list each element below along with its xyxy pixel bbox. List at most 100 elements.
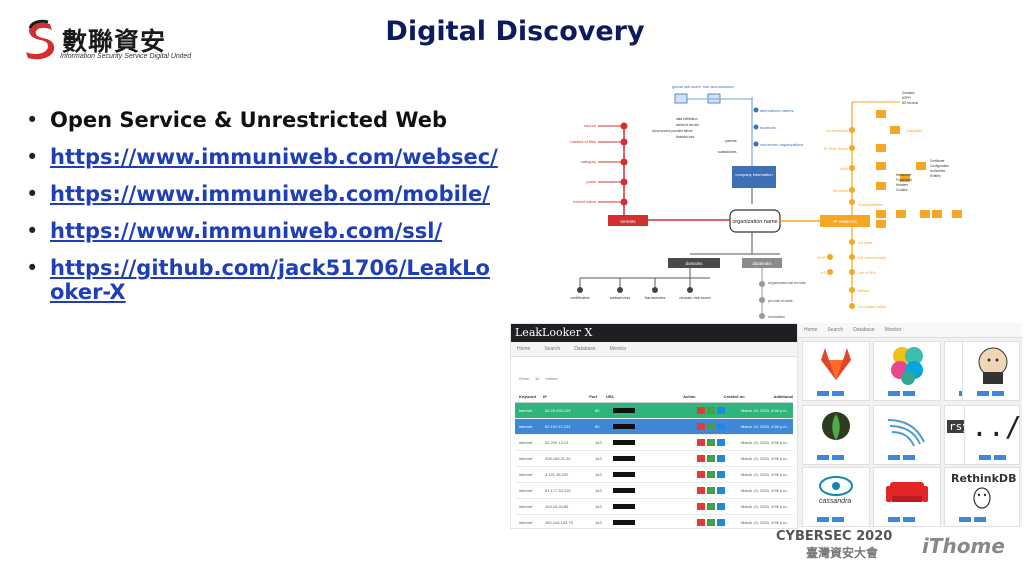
confirm-button[interactable] xyxy=(707,406,715,414)
details-button[interactable] xyxy=(717,486,725,494)
cell-url-redacted[interactable] xyxy=(609,487,693,494)
tile-elasticsearch[interactable] xyxy=(873,341,941,401)
details-button[interactable] xyxy=(717,518,725,526)
details-button[interactable] xyxy=(717,422,725,430)
node-vulnerabilities: Vulnerabilities xyxy=(858,202,883,207)
cell-created: March 19, 2020, 4:56 p.m. xyxy=(741,520,788,525)
company-logo: 數聯資安 Information Security Service Digita… xyxy=(22,18,191,62)
tile-jenkins[interactable] xyxy=(962,341,1020,401)
rethinkdb-label: RethinkDB xyxy=(951,472,1017,485)
cell-url-redacted[interactable] xyxy=(609,439,693,446)
delete-button[interactable] xyxy=(697,486,705,494)
details-button[interactable] xyxy=(717,406,725,414)
filter-count[interactable]: 10 xyxy=(535,376,540,381)
tile-cassandra[interactable]: cassandra xyxy=(802,467,870,527)
node-source: source xyxy=(584,123,597,128)
tools-nav-database[interactable]: Database xyxy=(853,327,875,333)
link-mobile[interactable]: https://www.immuniweb.com/mobile/ xyxy=(50,182,490,206)
delete-button[interactable] xyxy=(697,518,705,526)
tile-gitlab[interactable] xyxy=(802,341,870,401)
node-org-name: organization name xyxy=(732,219,777,225)
delete-button[interactable] xyxy=(697,422,705,430)
node-domain-risk: domain risk score xyxy=(679,295,711,300)
cell-ip: 206.169.21.30 xyxy=(545,456,571,461)
node-alt-names: alternatives names xyxy=(760,108,794,113)
cell-port: 443 xyxy=(595,504,602,509)
nav-search[interactable]: Search xyxy=(544,346,561,352)
label-global-risk: global risk score xyxy=(672,84,702,89)
delete-button[interactable] xyxy=(697,454,705,462)
tile-mongodb[interactable] xyxy=(802,405,870,465)
ip-networks-box xyxy=(820,215,870,227)
top-right-item: Cookies xyxy=(896,188,908,192)
details-button[interactable] xyxy=(717,502,725,510)
confirm-button[interactable] xyxy=(707,486,715,494)
dotdot-logo: ../ xyxy=(971,410,1022,443)
link-websec[interactable]: https://www.immuniweb.com/websec/ xyxy=(50,145,498,169)
cell-port: 443 xyxy=(595,488,602,493)
confirm-button[interactable] xyxy=(707,518,715,526)
tools-nav-home[interactable]: Home xyxy=(804,327,818,333)
node-org-emails: organizational emails xyxy=(768,280,806,285)
bullet-item: •https://www.immuniweb.com/ssl/ xyxy=(24,219,504,243)
tile-rethinkdb[interactable]: RethinkDB xyxy=(944,467,1020,527)
confirm-button[interactable] xyxy=(707,438,715,446)
nav-monitor[interactable]: Monitor xyxy=(609,346,627,352)
bullet-dot: • xyxy=(26,256,39,280)
delete-button[interactable] xyxy=(697,438,705,446)
nav-home[interactable]: Home xyxy=(517,346,531,352)
delete-button[interactable] xyxy=(697,502,705,510)
delete-button[interactable] xyxy=(697,470,705,478)
tile-sonarqube[interactable] xyxy=(873,405,941,465)
col-ip: IP xyxy=(543,393,547,399)
cell-keyword: internet xyxy=(519,440,533,445)
delete-button[interactable] xyxy=(697,406,705,414)
tools-nav-monitor[interactable]: Monitor xyxy=(884,327,902,333)
leaklooker-screenshot: LeakLooker X Home Search Database Monito… xyxy=(510,323,798,529)
col-created: Created on xyxy=(723,393,745,399)
sonarqube-icon xyxy=(887,419,925,447)
confirm-button[interactable] xyxy=(707,454,715,462)
tools-nav-search[interactable]: Search xyxy=(827,327,844,333)
cell-url-redacted[interactable] xyxy=(609,407,693,414)
details-button[interactable] xyxy=(717,438,725,446)
bullet-item: • https://github.com/jack51706/LeakLooker… xyxy=(24,256,504,304)
cell-actions xyxy=(693,438,737,447)
cell-url-redacted[interactable] xyxy=(609,455,693,462)
node-whois: Whois xyxy=(858,288,869,293)
confirm-button[interactable] xyxy=(707,470,715,478)
link-leaklooker[interactable]: https://github.com/jack51706/LeakLooker-… xyxy=(50,256,490,304)
cell-url-redacted[interactable] xyxy=(609,423,693,430)
bullet-dot: • xyxy=(26,145,39,169)
cell-created: March 19, 2020, 4:56 p.m. xyxy=(741,424,788,429)
nav-database[interactable]: Database xyxy=(574,346,596,352)
cell-created: March 19, 2020, 4:56 p.m. xyxy=(741,472,788,477)
cell-url-redacted[interactable] xyxy=(609,471,693,478)
top-right-item: Entities xyxy=(930,174,941,178)
tile-couchdb[interactable] xyxy=(873,467,941,527)
domains-box xyxy=(668,258,720,268)
jenkins-icon xyxy=(978,347,1008,384)
label-risk-accumulation: risk accumulation xyxy=(703,84,734,89)
link-ssl[interactable]: https://www.immuniweb.com/ssl/ xyxy=(50,219,443,243)
cell-url-redacted[interactable] xyxy=(609,519,693,526)
confirm-button[interactable] xyxy=(707,422,715,430)
node-as: AS xyxy=(821,270,827,275)
node-as-membership: AS membership xyxy=(858,255,887,260)
node-metadata: metadata xyxy=(768,314,785,319)
tile-dotdot[interactable]: ../ xyxy=(964,405,1022,465)
cell-ip: 52.191.47.231 xyxy=(545,424,571,429)
cell-url-redacted[interactable] xyxy=(609,503,693,510)
node-list-ips: List of IPs xyxy=(858,270,876,275)
details-button[interactable] xyxy=(717,470,725,478)
confirm-button[interactable] xyxy=(707,502,715,510)
details-button[interactable] xyxy=(717,454,725,462)
